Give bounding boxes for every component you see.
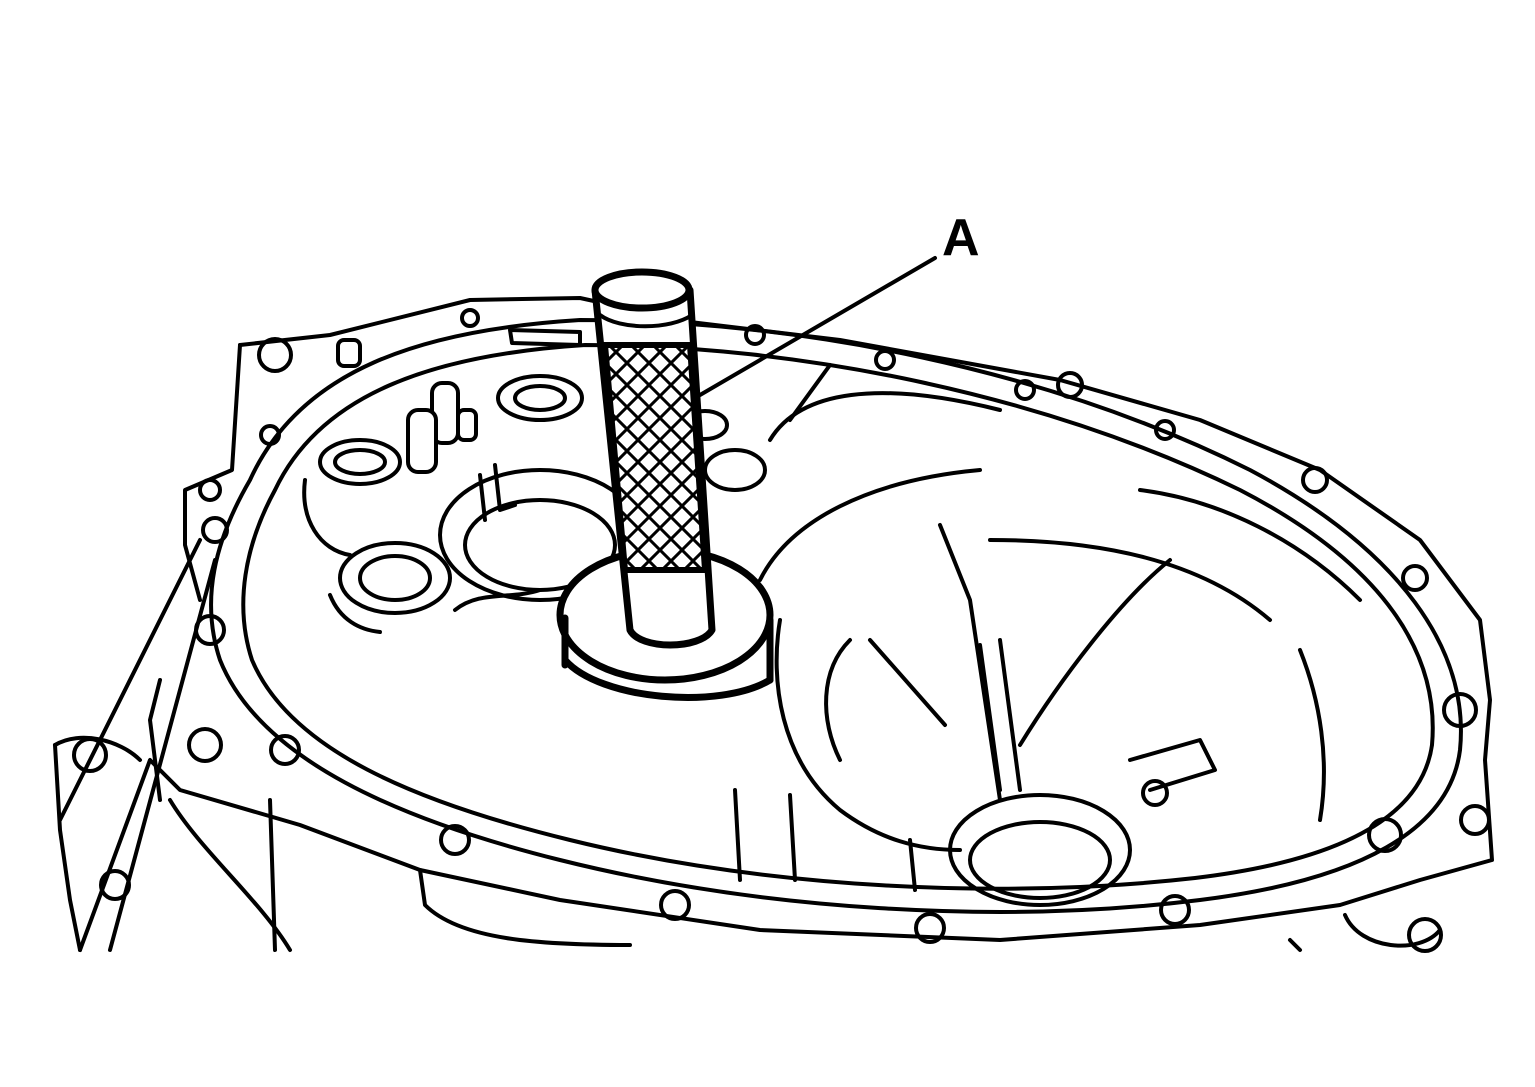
housing-outer-flange	[78, 296, 1494, 952]
flange-bolt-holes	[72, 308, 1491, 953]
callout-a: A	[698, 209, 980, 397]
housing-inner-flange	[209, 318, 1463, 914]
seal-installer-tool	[591, 268, 716, 649]
callout-a-label: A	[942, 209, 980, 267]
callout-a-leader-line	[698, 256, 937, 397]
dowel-pins	[336, 338, 478, 474]
